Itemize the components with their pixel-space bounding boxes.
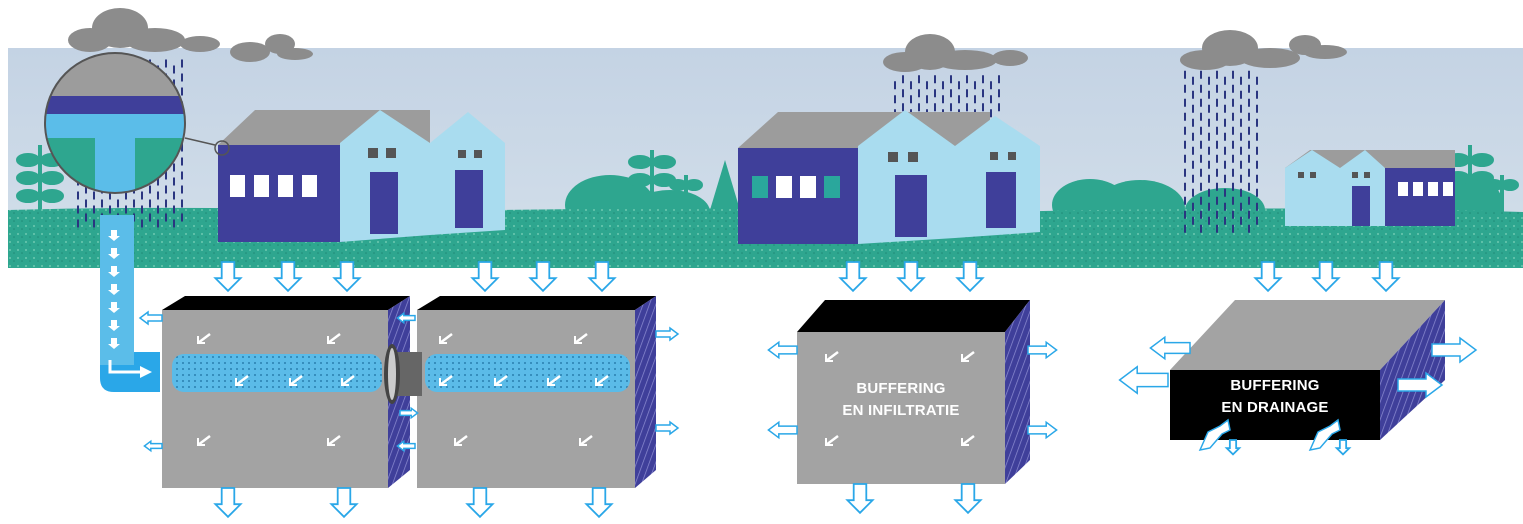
arrow-side-icon [396,311,416,325]
arrow-down-icon [838,261,868,293]
arrow-side-icon [140,366,152,378]
arrow-side-icon [655,326,680,342]
arrow-diagonal-icon [961,435,975,446]
cloud-icon [68,8,313,62]
arrow-down-icon [108,248,120,259]
arrow-down-icon [845,483,875,515]
arrow-diagonal-icon [961,351,975,362]
arrow-down-icon [1311,261,1341,293]
plant-icon [628,150,703,210]
arrow-down-icon [587,261,617,293]
flow-arrows [138,261,1478,519]
building-icon [1285,150,1455,226]
drainage-crate [1170,300,1445,440]
arrow-side-icon [1149,335,1191,361]
arrow-down-icon [108,302,120,313]
perforated-pipe [172,354,382,392]
arrow-down-icon [108,284,120,295]
arrow-down-icon [332,261,362,293]
label-drainage-line2: EN DRAINAGE [1221,399,1329,416]
arrow-down-icon [108,266,120,277]
arrow-down-icon [213,261,243,293]
arrow-side-icon [1118,365,1169,395]
arrow-diagonal-icon [197,333,211,344]
arrow-down-icon [528,261,558,293]
arrow-diagonal-icon [289,375,303,386]
arrow-down-icon [329,487,359,519]
arrow-side-icon [138,310,163,326]
arrow-down-icon [1253,261,1283,293]
arrow-diagonal-icon [595,375,609,386]
arrow-diagonal-icon [574,333,588,344]
infiltration-crate-right [417,296,656,488]
label-infiltration: BUFFERING EN INFILTRATIE [797,378,1005,422]
flow-arrows [108,230,152,378]
arrow-down-icon [470,261,500,293]
arrow-diagonal-icon [1308,418,1341,452]
arrow-side-icon [1027,340,1058,360]
pipe-connector [384,344,422,404]
cloud-icon [1180,30,1347,70]
arrow-side-icon [399,406,419,420]
arrow-side-icon [655,420,680,436]
arrow-down-icon [1334,439,1352,456]
arrow-down-icon [584,487,614,519]
cloud-icon [883,34,1028,72]
arrow-down-icon [213,487,243,519]
arrow-down-icon [1371,261,1401,293]
tree-icon [710,160,740,210]
arrow-down-icon [1224,439,1242,456]
arrow-down-icon [953,483,983,515]
arrow-side-icon [143,439,163,453]
arrow-down-icon [108,338,120,349]
arrow-down-icon [273,261,303,293]
arrow-diagonal-icon [454,435,468,446]
arrow-diagonal-icon [494,375,508,386]
arrow-diagonal-icon [825,435,839,446]
arrow-diagonal-icon [327,435,341,446]
plant-icon [16,145,64,215]
label-drainage: BUFFERING EN DRAINAGE [1170,375,1380,419]
arrow-side-icon [767,420,798,440]
arrow-diagonal-icon [439,375,453,386]
arrow-diagonal-icon [197,435,211,446]
arrow-down-icon [955,261,985,293]
building-icon [738,110,1040,244]
arrow-side-icon [1431,336,1478,364]
arrow-diagonal-icon [825,351,839,362]
arrow-side-icon [1027,420,1058,440]
arrow-side-icon [108,360,140,374]
arrow-down-icon [108,230,120,241]
label-infiltration-line1: BUFFERING [856,380,946,397]
arrow-side-icon [1397,371,1444,399]
arrow-diagonal-icon [547,375,561,386]
arrow-down-icon [896,261,926,293]
arrow-diagonal-icon [579,435,593,446]
arrow-down-icon [108,320,120,331]
arrow-diagonal-icon [327,333,341,344]
building-icon [218,110,505,242]
perforated-pipe [425,354,630,392]
label-drainage-line1: BUFFERING [1230,377,1320,394]
arrow-diagonal-icon [1198,418,1231,452]
arrow-down-icon [465,487,495,519]
arrow-side-icon [767,340,798,360]
arrow-diagonal-icon [439,333,453,344]
label-infiltration-line2: EN INFILTRATIE [842,402,960,419]
arrow-diagonal-icon [341,375,355,386]
arrow-side-icon [396,439,416,453]
arrow-diagonal-icon [235,375,249,386]
